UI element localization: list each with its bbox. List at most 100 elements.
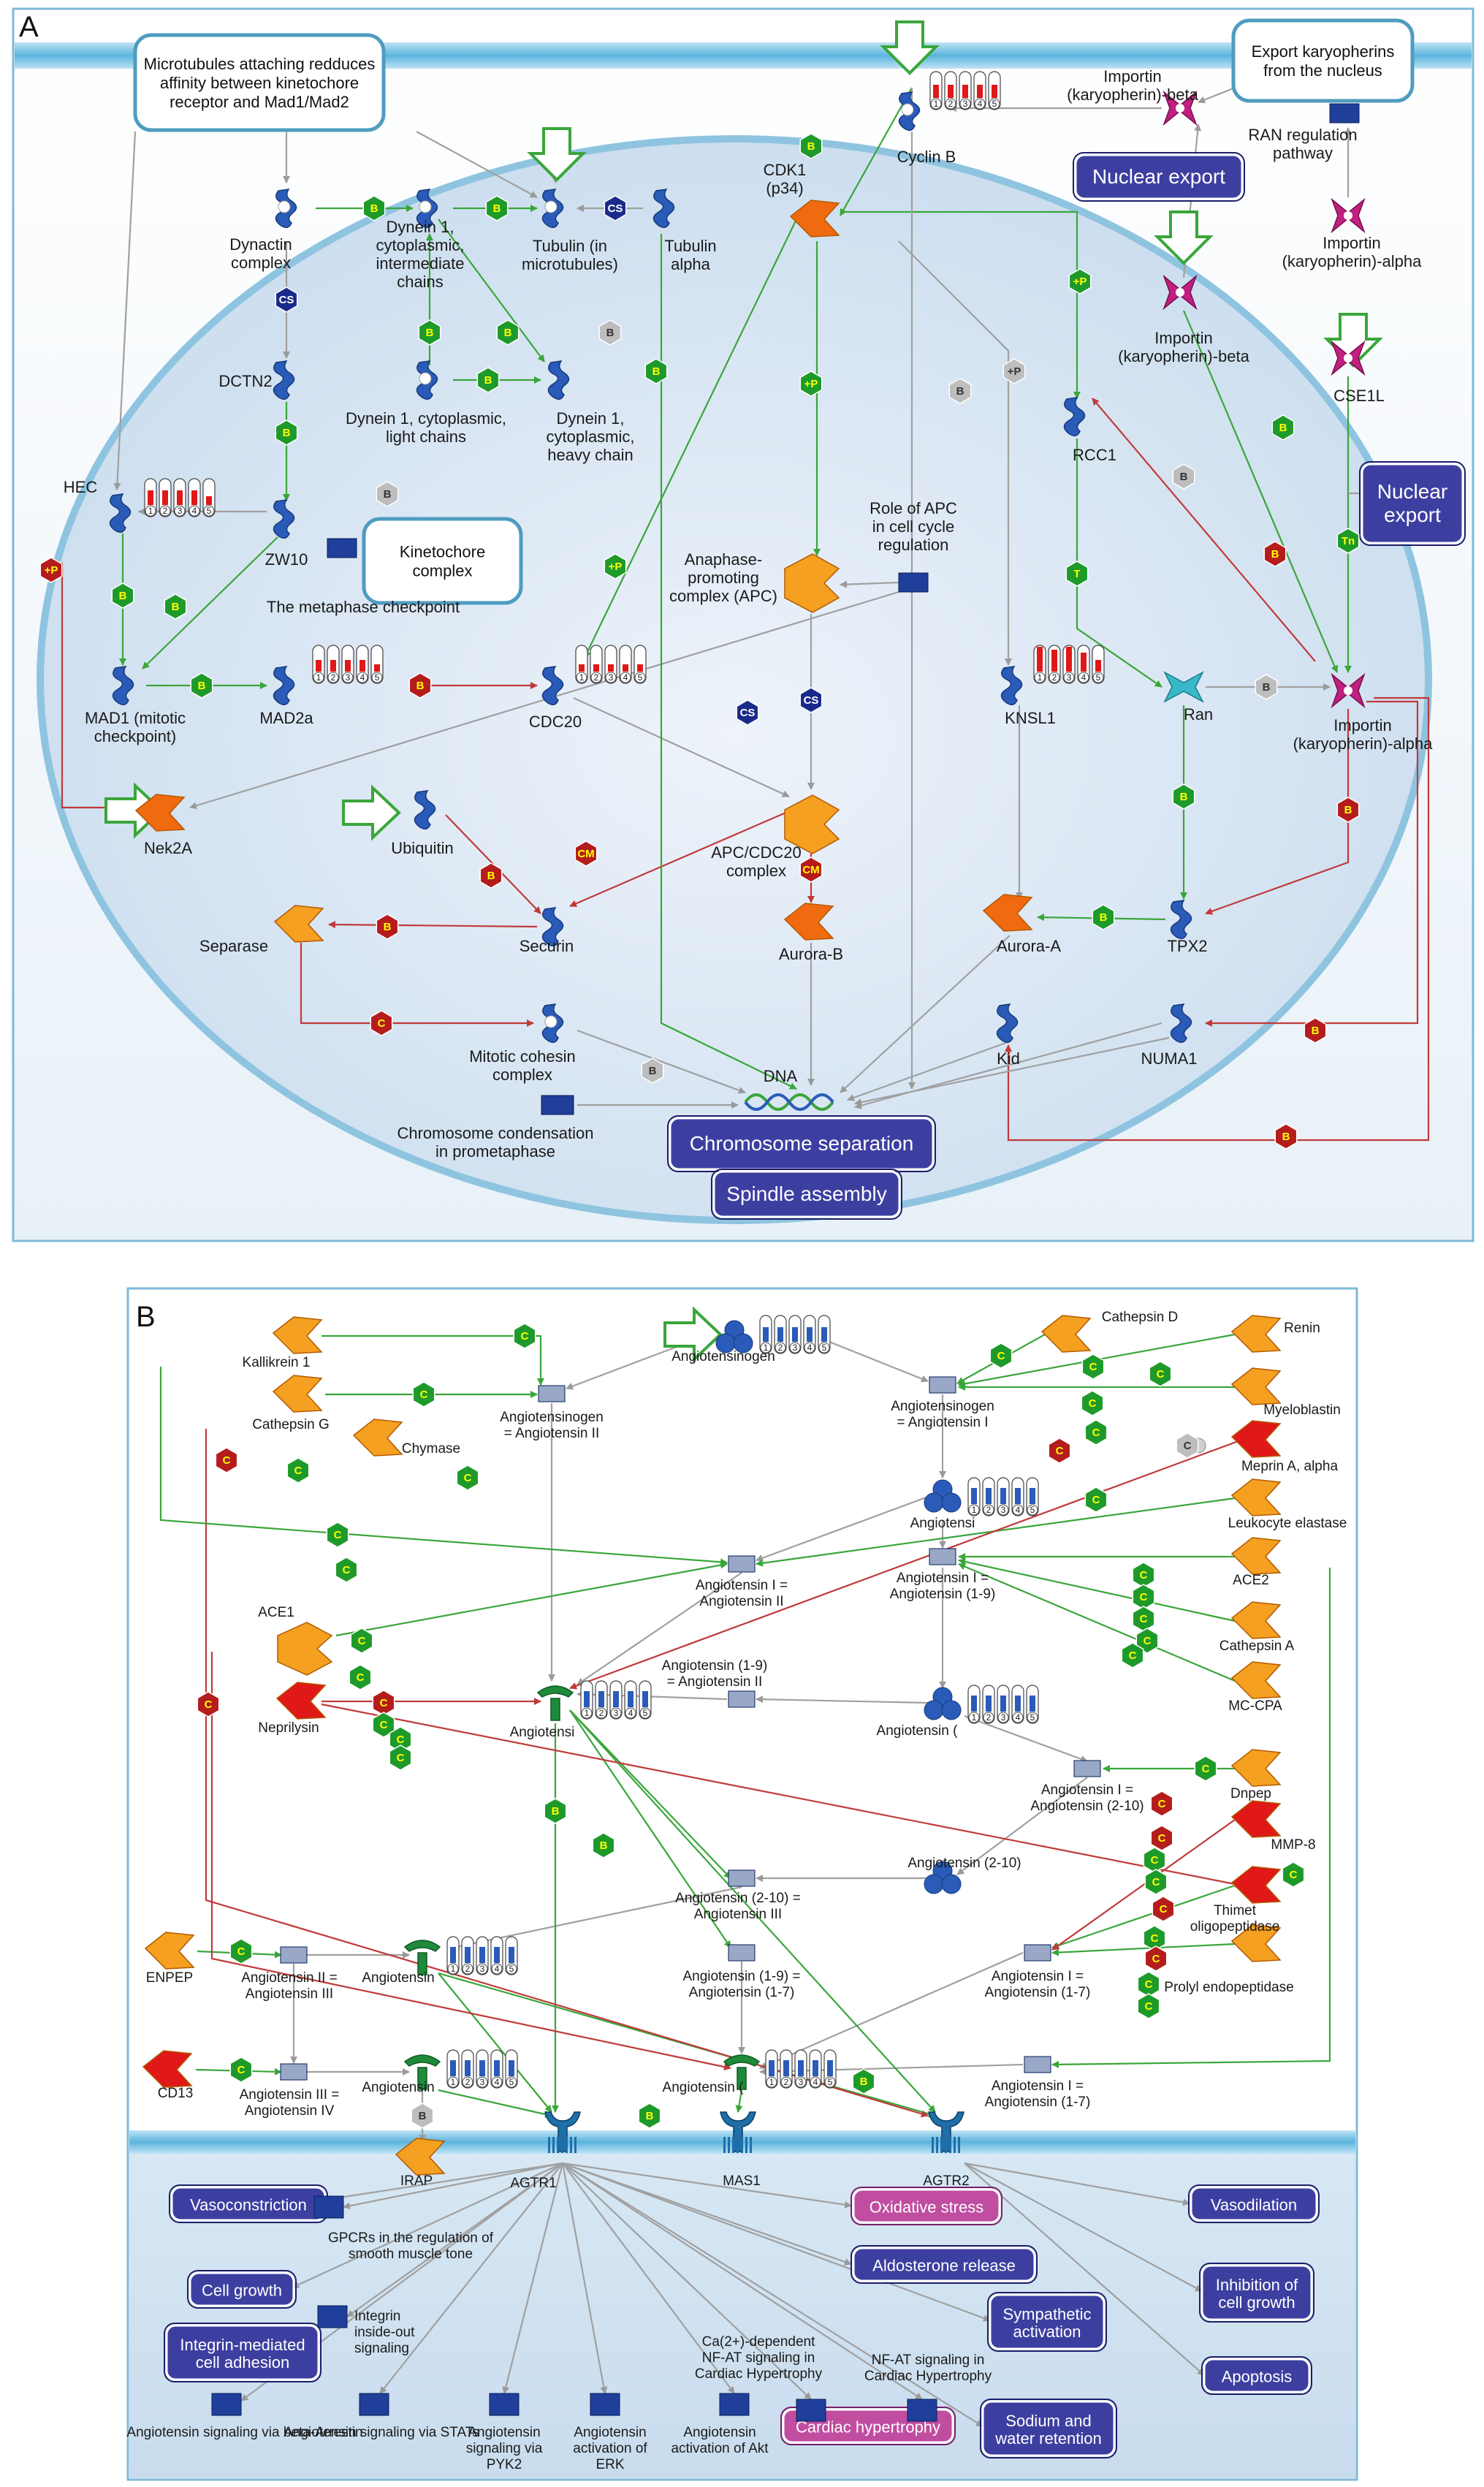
- tubulin-microtubules: [541, 189, 564, 228]
- process-cell-growth[interactable]: Cell growth: [187, 2270, 297, 2309]
- apc-glyph: [784, 553, 840, 613]
- process-vasoconstriction[interactable]: Vasoconstriction: [169, 2184, 328, 2223]
- hx-b43: B: [411, 2103, 434, 2129]
- label-dynein-heavy: Dynein 1,cytoplasmic,heavy chain: [546, 409, 634, 464]
- svg-text:B: B: [1271, 548, 1279, 561]
- svg-text:C: C: [1145, 1978, 1153, 1991]
- cd13: [142, 2050, 193, 2088]
- ang-arrestin: [211, 2393, 242, 2416]
- label-kallikrein: Kallikrein 1: [243, 1355, 311, 1370]
- eb-ang4-agtr1: [438, 1972, 552, 2113]
- input-arrow-importin-beta: [1154, 210, 1214, 265]
- svg-text:5: 5: [828, 2077, 833, 2087]
- svg-text:C: C: [1157, 1368, 1165, 1381]
- hx-a19: +P: [604, 553, 627, 580]
- svg-text:4: 4: [807, 1343, 813, 1353]
- svg-text:2: 2: [778, 1343, 783, 1353]
- eb-agtr2-apopt: [964, 2163, 1205, 2376]
- hx-a16: B: [799, 133, 823, 159]
- svg-text:3: 3: [963, 99, 968, 109]
- svg-text:CM: CM: [802, 864, 819, 876]
- label-ang-stats: Angiotensin signaling via STATs: [284, 2425, 479, 2440]
- svg-text:5: 5: [638, 672, 643, 683]
- svg-text:2: 2: [1052, 672, 1057, 683]
- prolyl-endopeptidase: [1230, 1924, 1282, 1962]
- label-renin: Renin: [1284, 1321, 1320, 1336]
- process-spindle-assembly[interactable]: Spindle assembly: [711, 1169, 902, 1220]
- label-separase: Separase: [199, 937, 268, 955]
- svg-text:C: C: [1129, 1649, 1137, 1662]
- eb-prolyl-ang117: [1051, 1943, 1236, 1956]
- mmp-8: [1230, 1800, 1282, 1838]
- label-angiotensin-3: Angiotensin (: [877, 1723, 959, 1739]
- eb-left-ang12: [159, 1367, 728, 1566]
- e-cdk1-rcc1: [840, 210, 1081, 399]
- numa1: [1170, 1003, 1192, 1043]
- label-dna: DNA: [764, 1067, 798, 1085]
- hx-b33: C: [1143, 1847, 1166, 1873]
- hx-b38: C: [1144, 1945, 1168, 1972]
- apc-cdc20-glyph: [784, 794, 840, 854]
- eb-ang1-ang12: [756, 1495, 929, 1562]
- hx-b5: C: [215, 1447, 238, 1473]
- svg-text:C: C: [358, 1635, 366, 1647]
- process-chromosome-separation[interactable]: Chromosome separation: [667, 1115, 936, 1172]
- nucleus: [37, 135, 1432, 1224]
- ang19-ang2: [728, 1690, 756, 1708]
- process-oxidative-stress[interactable]: Oxidative stress: [851, 2187, 1002, 2225]
- e-importin-tpx2: [1205, 709, 1350, 915]
- nek2a: [134, 794, 186, 832]
- svg-text:Apoptosis: Apoptosis: [1222, 2368, 1293, 2386]
- process-apoptosis[interactable]: Apoptosis: [1201, 2356, 1312, 2395]
- hx-a31: B: [1092, 904, 1115, 930]
- svg-text:B: B: [384, 921, 392, 933]
- hx-b13: C: [1084, 1486, 1108, 1513]
- process-nuclear-export-top[interactable]: Nuclear export: [1073, 152, 1245, 202]
- e-auroraa-dna: [840, 935, 1011, 1093]
- e-role-apc: [840, 580, 899, 588]
- process-aldosterone-release[interactable]: Aldosterone release: [851, 2245, 1038, 2284]
- label-ace2: ACE2: [1233, 1573, 1269, 1588]
- hx-a10: B: [376, 481, 399, 507]
- ace1: [277, 1622, 333, 1676]
- dynactin-complex: [275, 189, 297, 228]
- label-cathepsin-a: Cathepsin A: [1219, 1639, 1295, 1654]
- svg-text:C: C: [223, 1454, 231, 1467]
- hx-a40: C: [370, 1010, 393, 1036]
- svg-text:B: B: [419, 2110, 427, 2122]
- svg-text:CS: CS: [804, 694, 819, 707]
- hx-b45: B: [852, 2068, 875, 2095]
- process-vasodilation[interactable]: Vasodilation: [1188, 2184, 1320, 2223]
- svg-text:Chromosome separation: Chromosome separation: [690, 1132, 914, 1155]
- angiotensin-6: [723, 2054, 761, 2090]
- hx-b27: C: [389, 1744, 412, 1771]
- importin-beta-mid: [1163, 274, 1198, 311]
- svg-text:2: 2: [986, 1712, 992, 1723]
- eb-agtr1-growth: [292, 2163, 563, 2288]
- hx-a3: CS: [604, 195, 627, 221]
- angiotensin-5: [403, 2054, 441, 2090]
- label-tpx2: TPX2: [1167, 937, 1207, 955]
- hx-b14: C: [326, 1522, 349, 1548]
- cathepsin-a: [1230, 1601, 1282, 1639]
- angiotensin-1: [924, 1479, 962, 1513]
- ang3-ang4: [280, 2063, 308, 2081]
- svg-text:C: C: [1140, 1613, 1148, 1625]
- svg-text:C: C: [334, 1529, 342, 1541]
- svg-text:B: B: [807, 140, 815, 153]
- eb-agtr1-vasoc: [324, 2162, 563, 2203]
- svg-text:4: 4: [623, 672, 628, 683]
- hx-b12: C: [1176, 1432, 1199, 1459]
- eb-nep-thimet: [321, 1703, 1243, 1888]
